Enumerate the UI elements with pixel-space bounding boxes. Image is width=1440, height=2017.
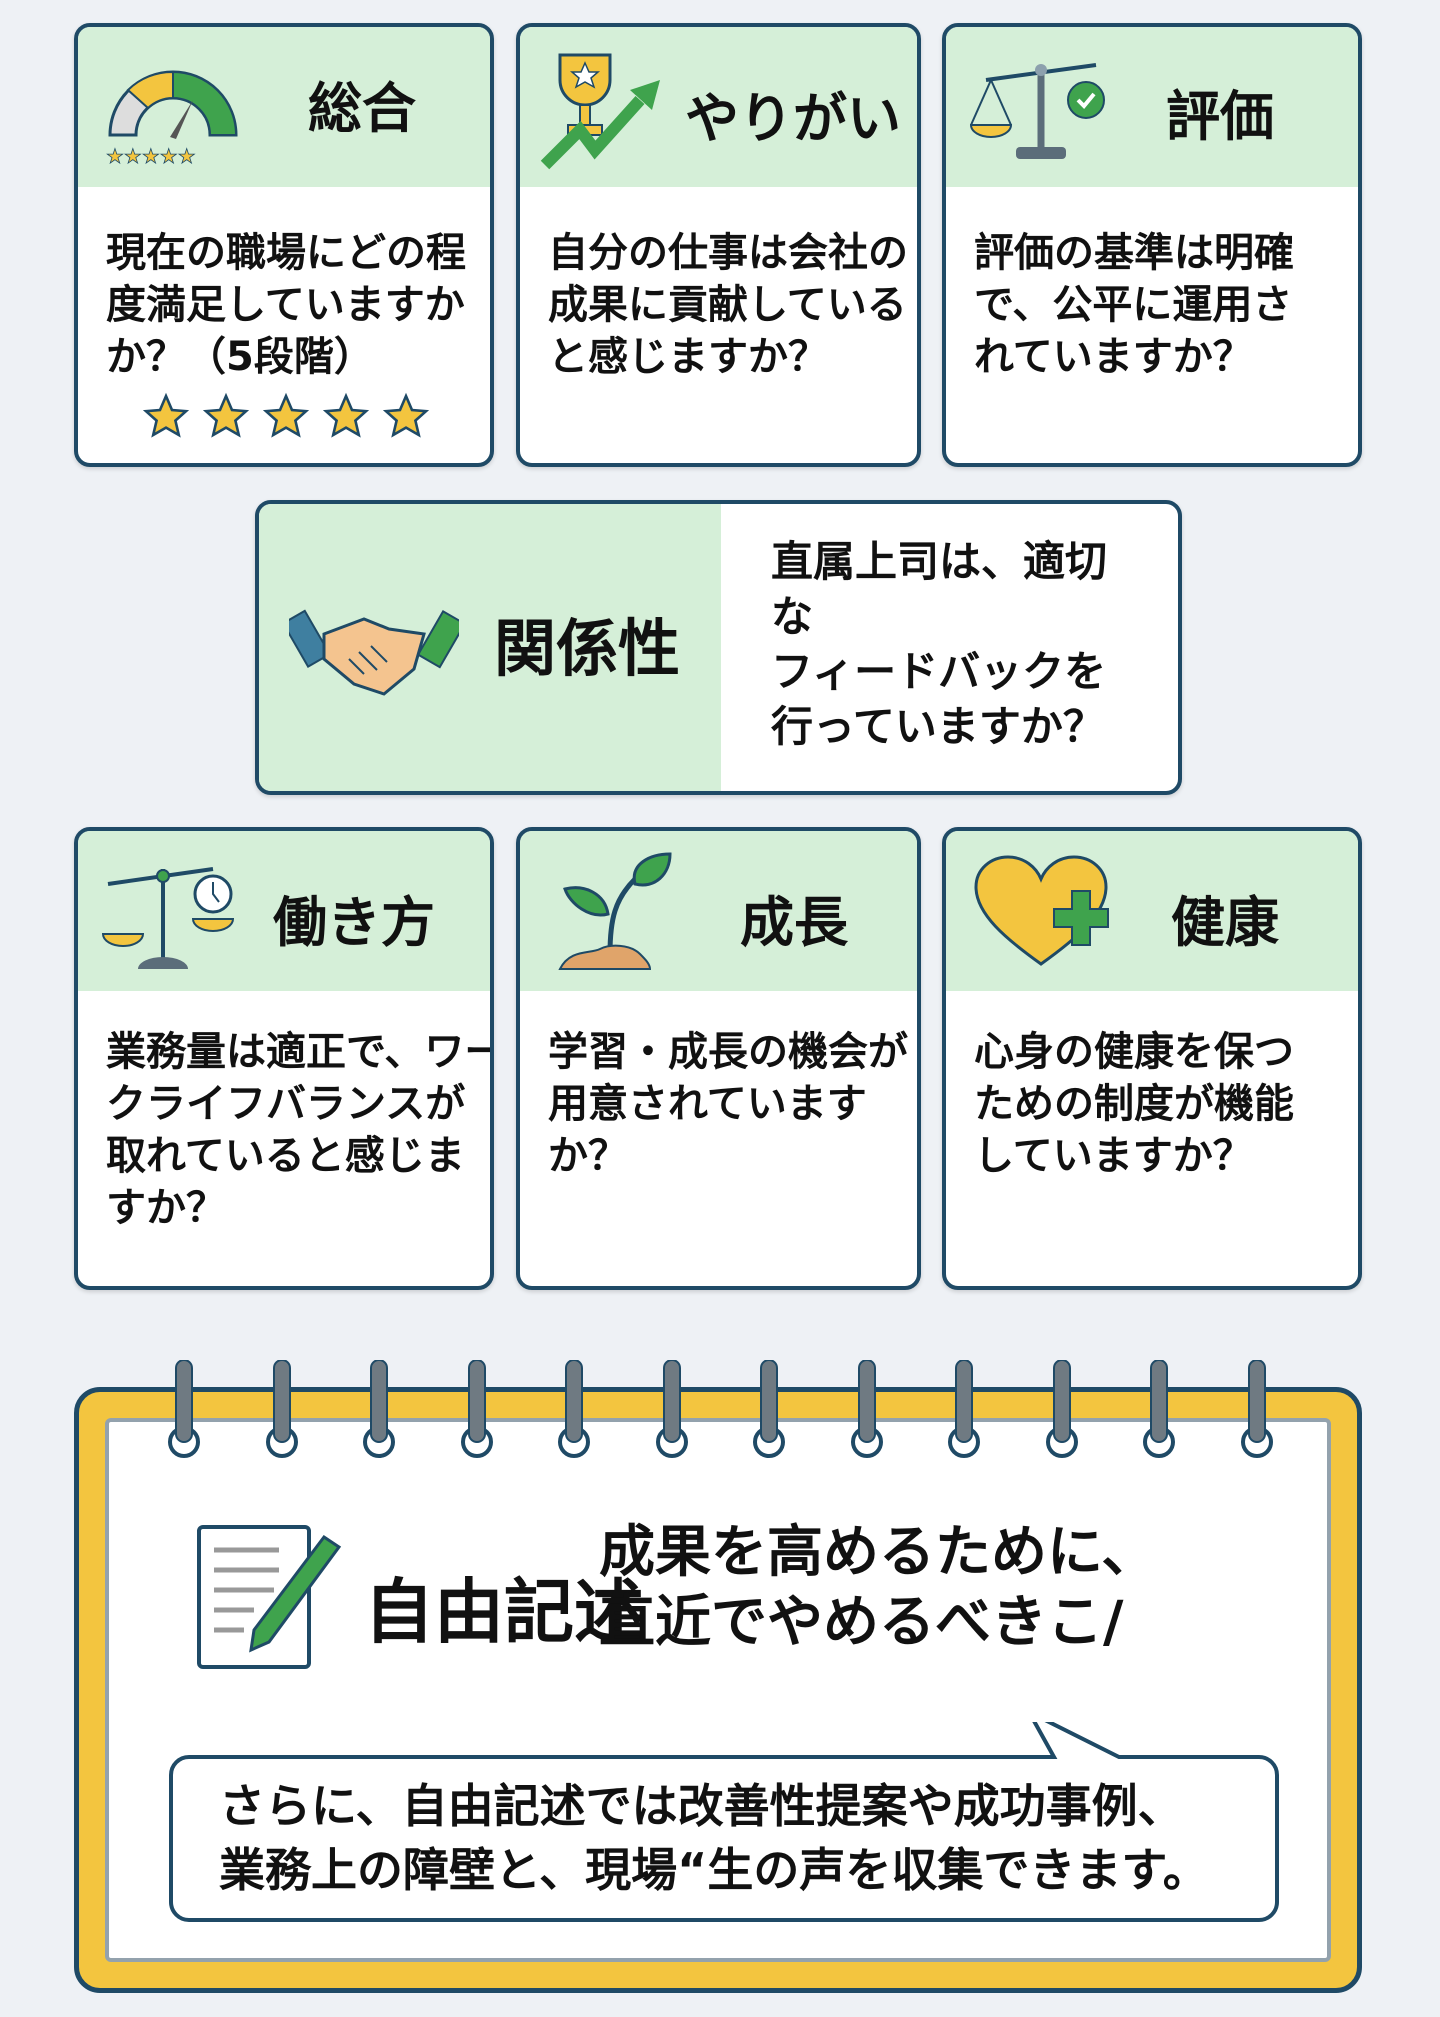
card-question: 直属上司は、適切 な フィードバックを 行っていますか？: [771, 534, 1107, 754]
star-icon[interactable]: [202, 392, 250, 440]
card-health: 健康 心身の健康を保つ ための制度が機能 していますか？: [942, 827, 1362, 1290]
question-line: と感じますか？: [548, 334, 828, 380]
heart-plus-icon: [974, 855, 1109, 966]
question-line: 度満足していますか: [106, 282, 465, 328]
binder-ring-icon: [558, 1360, 590, 1458]
card-motivation: やりがい 自分の仕事は会社の 成果に貢献している と感じますか？: [516, 23, 921, 467]
trophy-growth-icon: [540, 53, 660, 170]
card-relationship: 関係性 直属上司は、適切 な フィードバックを 行っていますか？: [255, 500, 1182, 795]
binder-ring-icon: [265, 1360, 298, 1458]
star-icon[interactable]: [322, 392, 370, 440]
card-overall: ★★★★★ 総合 現在の職場にどの程 度満足していますか か？（5段階）: [74, 23, 494, 467]
question-line: 心身の健康を保つ: [974, 1029, 1294, 1075]
card-growth: 成長 学習・成長の機会が 用意されています か？: [516, 827, 921, 1290]
card-question: 評価の基準は明確 で、公平に運用さ れていますか？: [974, 227, 1294, 383]
question-line: クライフバランスが: [106, 1081, 466, 1127]
binder-ring-icon: [1143, 1360, 1175, 1458]
question-line: 現在の職場にどの程: [106, 230, 466, 276]
binder-ring-icon: [460, 1360, 493, 1458]
question-line: フィードバックを: [771, 647, 1107, 696]
card-question: 現在の職場にどの程 度満足していますか か？（5段階）: [106, 227, 466, 383]
star-icon[interactable]: [142, 392, 190, 440]
card-title: やりがい: [685, 87, 901, 150]
question-line: していますか？: [974, 1133, 1253, 1179]
gauge-icon: ★★★★★: [106, 70, 238, 168]
document-pen-icon: [197, 1525, 342, 1669]
binder-ring-icon: [850, 1360, 883, 1458]
card-question: 心身の健康を保つ ための制度が機能 していますか？: [974, 1026, 1294, 1182]
question-line: な: [771, 592, 814, 641]
card-title: 関係性: [494, 612, 681, 685]
card-workstyle: 働き方 業務量は適正で、ワー クライフバランスが 取れていると感じま すか？: [74, 827, 494, 1290]
binder-ring-icon: [1240, 1360, 1273, 1458]
bubble-line: さらに、自由記述では改善性提案や成功事例、: [219, 1779, 1184, 1833]
card-title: 評価: [1166, 85, 1274, 148]
card-question: 業務量は適正で、ワー クライフバランスが 取れていると感じま すか？: [106, 1026, 494, 1234]
star-icon[interactable]: [262, 392, 310, 440]
card-title: 総合: [308, 77, 416, 140]
card-title: 働き方: [273, 891, 435, 954]
question-line: 直属上司は、適切: [771, 537, 1108, 586]
card-evaluation: 評価 評価の基準は明確 で、公平に運用さ れていますか？: [942, 23, 1362, 467]
question-line: か？: [548, 1133, 628, 1179]
free-text-notebook: 自由記述 成果を高めるために、 直近でやめるべきこ/ さらに、自由記述では改善性…: [74, 1360, 1362, 1993]
free-text-question: 成果を高めるために、 直近でやめるべきこ/: [599, 1518, 1157, 1658]
binder-ring-icon: [363, 1360, 395, 1458]
card-title: 成長: [740, 891, 848, 954]
scale-clock-icon: [101, 867, 235, 969]
question-line: 成果を高めるために、: [599, 1520, 1158, 1585]
binder-ring-icon: [655, 1360, 688, 1458]
question-line: 自分の仕事は会社の: [548, 230, 908, 276]
bubble-text: さらに、自由記述では改善性提案や成功事例、 業務上の障壁と、現場“生の声を収集で…: [219, 1774, 1209, 1902]
question-line: れていますか？: [974, 334, 1253, 380]
card-title: 健康: [1171, 891, 1279, 954]
question-line: ための制度が機能: [974, 1081, 1294, 1127]
question-line: 用意されています: [548, 1081, 867, 1127]
free-text-title: 自由記述: [364, 1571, 644, 1653]
question-line: 行っていますか？: [771, 702, 1105, 751]
question-line: 成果に貢献している: [548, 282, 907, 328]
binder-ring-icon: [948, 1360, 980, 1458]
binder-ring-icon: [1045, 1360, 1078, 1458]
handshake-icon: [289, 609, 459, 696]
binder-ring-icon: [753, 1360, 785, 1458]
speech-bubble: [169, 1722, 1279, 1922]
card-question: 自分の仕事は会社の 成果に貢献している と感じますか？: [548, 227, 908, 383]
question-line: すか？: [106, 1185, 226, 1231]
question-line: 評価の基準は明確: [974, 230, 1294, 276]
sprout-icon: [558, 852, 672, 970]
scale-check-icon: [969, 63, 1105, 159]
svg-text:★★★★★: ★★★★★: [106, 144, 196, 168]
question-line: 学習・成長の機会が: [548, 1029, 908, 1075]
star-icon[interactable]: [382, 392, 430, 440]
question-line: か？（5段階）: [106, 334, 374, 380]
question-line: 業務量は適正で、ワー: [106, 1029, 494, 1075]
card-question: 学習・成長の機会が 用意されています か？: [548, 1026, 908, 1182]
question-line: 取れていると感じま: [106, 1133, 465, 1179]
question-line: 直近でやめるべきこ/: [599, 1590, 1124, 1655]
rating-stars[interactable]: [142, 392, 430, 440]
binder-ring-icon: [168, 1360, 200, 1458]
question-line: で、公平に運用さ: [974, 282, 1293, 328]
bubble-line: 業務上の障壁と、現場“生の声を収集できます。: [219, 1843, 1209, 1897]
